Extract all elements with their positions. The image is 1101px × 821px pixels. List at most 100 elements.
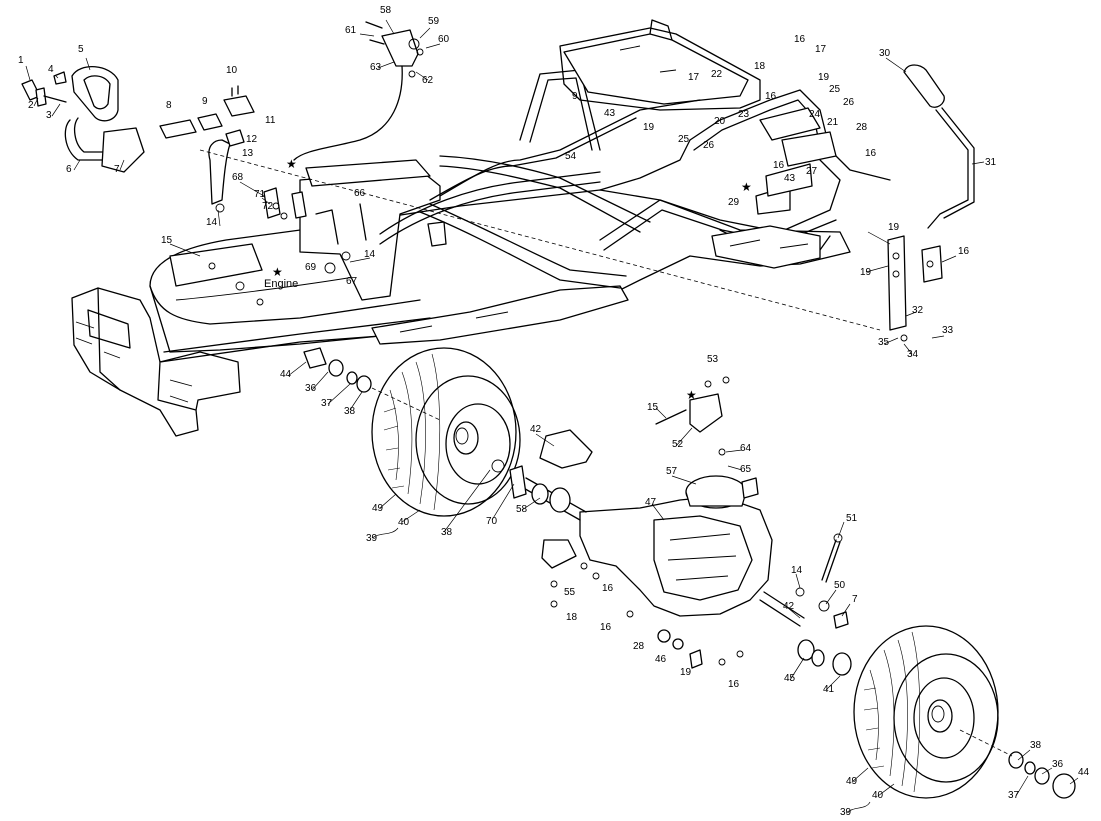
callout-c19b: 19	[818, 72, 830, 83]
callout-c42b: 42	[783, 601, 795, 612]
callout-c58b: 58	[516, 504, 528, 515]
callout-c65: 65	[740, 464, 752, 475]
callout-c25b: 25	[829, 84, 841, 95]
lever-knob	[903, 64, 945, 108]
callout-c59: 59	[428, 16, 440, 27]
callout-c61: 61	[345, 25, 357, 36]
callout-c19d: 19	[860, 267, 872, 278]
callout-c38c: 38	[1030, 740, 1042, 751]
callout-c39b: 39	[840, 807, 852, 818]
callout-c16b: 16	[765, 91, 777, 102]
callout-c66: 66	[354, 188, 366, 199]
callout-c43b: 43	[784, 173, 796, 184]
star-marker: ★	[286, 157, 297, 171]
callout-c30: 30	[879, 48, 891, 59]
right-wheel	[853, 625, 999, 799]
callout-c26a: 26	[703, 140, 715, 151]
callout-c37b: 37	[1008, 790, 1020, 801]
callout-c49a: 49	[372, 503, 384, 514]
callout-c16g: 16	[600, 622, 612, 633]
callout-c9b: 9	[572, 91, 578, 102]
callout-c54: 54	[565, 151, 577, 162]
callout-c19a: 19	[643, 122, 655, 133]
callout-c17a: 17	[688, 72, 700, 83]
callout-c7b: 7	[852, 594, 858, 605]
callout-c42a: 42	[530, 424, 542, 435]
callout-c16a: 16	[794, 34, 806, 45]
callout-c64: 64	[740, 443, 752, 454]
callout-c68: 68	[232, 172, 244, 183]
callout-c26b: 26	[843, 97, 855, 108]
callout-c43a: 43	[604, 108, 616, 119]
engine-label: Engine	[264, 278, 298, 290]
callout-c16c: 16	[865, 148, 877, 159]
callout-c32: 32	[912, 305, 924, 316]
callout-c10: 10	[226, 65, 238, 76]
callout-c71: 71	[254, 189, 266, 200]
callout-c16h: 16	[728, 679, 740, 690]
left-axle-hardware	[303, 347, 441, 421]
star-marker: ★	[686, 388, 697, 402]
callout-c57: 57	[666, 466, 678, 477]
callout-c22: 22	[711, 69, 723, 80]
callout-c17b: 17	[815, 44, 827, 55]
callout-c60: 60	[438, 34, 450, 45]
callout-c18b: 18	[566, 612, 578, 623]
callout-c40b: 40	[872, 790, 884, 801]
callout-c36a: 36	[305, 383, 317, 394]
callout-c39a: 39	[366, 533, 378, 544]
callout-c7: 7	[114, 164, 120, 175]
callout-c36b: 36	[1052, 759, 1064, 770]
callout-c35: 35	[878, 337, 890, 348]
callout-c51: 51	[846, 513, 858, 524]
callout-c23: 23	[738, 109, 750, 120]
callout-c69: 69	[305, 262, 317, 273]
callout-c38a: 38	[344, 406, 356, 417]
callout-c52: 52	[672, 439, 684, 450]
callout-c58a: 58	[380, 5, 392, 16]
callout-c14c: 14	[791, 565, 803, 576]
callout-c12: 12	[246, 134, 258, 145]
callout-c34: 34	[907, 349, 919, 360]
callout-c44b: 44	[1078, 767, 1090, 778]
callout-c41: 41	[823, 684, 835, 695]
callout-c53: 53	[707, 354, 719, 365]
callout-c11: 11	[265, 115, 276, 126]
callout-c29: 29	[728, 197, 740, 208]
callout-c8: 8	[166, 100, 172, 111]
callout-c38b: 38	[441, 527, 453, 538]
callout-c1: 1	[18, 55, 24, 66]
callout-c49b: 49	[846, 776, 858, 787]
callout-c21: 21	[827, 117, 839, 128]
callout-c15a: 15	[161, 235, 173, 246]
star-marker: ★	[741, 180, 752, 194]
callout-c27: 27	[806, 166, 818, 177]
star-marker: ★	[272, 265, 283, 279]
callout-c19c: 19	[888, 222, 900, 233]
callout-c14b: 14	[364, 249, 376, 260]
callout-c28b: 28	[633, 641, 645, 652]
callout-c50: 50	[834, 580, 846, 591]
callout-c2: 2	[28, 100, 34, 111]
callout-c31: 31	[985, 157, 997, 168]
callout-c4: 4	[48, 64, 54, 75]
callout-c3: 3	[46, 110, 52, 121]
callout-c46: 46	[655, 654, 667, 665]
callout-c16f: 16	[602, 583, 614, 594]
callout-c18a: 18	[754, 61, 766, 72]
left-wheel	[371, 347, 521, 517]
callout-c14a: 14	[206, 217, 218, 228]
callout-c44a: 44	[280, 369, 292, 380]
callout-c47: 47	[645, 497, 657, 508]
callout-c9: 9	[202, 96, 208, 107]
callout-c5: 5	[78, 44, 84, 55]
pedal-arm	[208, 139, 231, 205]
callout-c37a: 37	[321, 398, 333, 409]
throttle-control-assembly	[293, 21, 424, 161]
callout-c33: 33	[942, 325, 954, 336]
callout-c16d: 16	[773, 160, 785, 171]
callout-c70: 70	[486, 516, 498, 527]
